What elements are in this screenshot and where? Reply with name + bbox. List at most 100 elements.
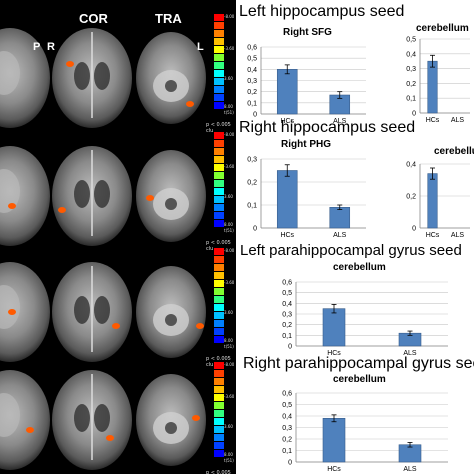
chart-title: cerebellum xyxy=(416,23,469,34)
bar xyxy=(276,170,298,229)
chart-title: cerebellum xyxy=(434,146,474,157)
seed-title: Left hippocampus seed xyxy=(239,3,405,20)
colorbar-segment xyxy=(214,188,224,195)
activation-cluster xyxy=(146,195,154,201)
colorbar-tick: -8.00 xyxy=(224,248,235,253)
colorbar-segment xyxy=(214,312,224,319)
activation-cluster xyxy=(192,415,200,421)
colorbar-segment xyxy=(214,102,224,109)
colorbar-segment xyxy=(214,86,224,93)
colorbar-segment xyxy=(214,450,224,457)
chart-title: cerebellum xyxy=(333,262,386,273)
colorbar-segment xyxy=(214,220,224,227)
chart-panel: Left hippocampus seed Right SFG cerebell… xyxy=(236,0,474,474)
y-tick-label: 0 xyxy=(288,344,292,351)
y-tick-label: 0,2 xyxy=(247,89,257,96)
y-tick-label: 0,5 xyxy=(282,402,292,409)
colorbar-segment xyxy=(214,94,224,101)
x-tick-label: ALS xyxy=(333,232,347,239)
colorbar-segment xyxy=(214,14,224,21)
x-tick-label: ALS xyxy=(333,118,347,125)
colorbar-segment xyxy=(214,164,224,171)
x-tick-label: ALS xyxy=(451,117,465,124)
x-tick-label: ALS xyxy=(403,350,417,357)
y-tick-label: 0,4 xyxy=(247,67,257,74)
seed-title: Right parahippocampal gyrus seed xyxy=(243,355,474,372)
chart-title: Right PHG xyxy=(281,139,331,150)
colorbar-segment xyxy=(214,38,224,45)
posterior-label: P xyxy=(33,41,41,53)
colorbar-tick: 3.60 xyxy=(224,76,233,81)
threshold-note: p < 0.005 clu xyxy=(206,356,231,368)
y-tick-label: 0,3 xyxy=(406,66,416,73)
colorbar-segment xyxy=(214,426,224,433)
colorbar-tick: 8.00 xyxy=(224,104,233,109)
y-tick-label: 0,6 xyxy=(282,391,292,398)
colorbar-unit: t(51) xyxy=(224,458,234,463)
ventricle xyxy=(94,180,110,208)
sagittal-slice xyxy=(0,262,50,362)
y-tick-label: 0 xyxy=(412,111,416,118)
colorbar-segment xyxy=(214,132,224,139)
colorbar-segment xyxy=(214,418,224,425)
x-tick-label: HCs xyxy=(327,350,341,357)
sagittal-slice xyxy=(0,146,50,246)
y-tick-label: 0,3 xyxy=(247,157,257,164)
chart-title: Right SFG xyxy=(283,27,332,38)
colorbar-segment xyxy=(214,172,224,179)
colorbar-segment xyxy=(214,362,224,369)
brain-slices xyxy=(0,28,206,470)
sagittal-slice xyxy=(0,28,50,128)
sagittal-structure xyxy=(0,169,20,213)
colorbar-segment xyxy=(214,410,224,417)
y-tick-label: 0 xyxy=(253,226,257,233)
right-label: R xyxy=(47,41,55,53)
colorbar-tick: 8.00 xyxy=(224,338,233,343)
colorbar-segment xyxy=(214,30,224,37)
y-tick-label: 0,5 xyxy=(406,37,416,44)
colorbar-unit: t(51) xyxy=(224,228,234,233)
seed-title: Left parahippocampal gyrus seed xyxy=(240,242,462,259)
sagittal-structure xyxy=(0,51,20,95)
ventricle xyxy=(94,296,110,324)
y-tick-label: 0,2 xyxy=(282,322,292,329)
seed-title: Right hippocampus seed xyxy=(239,119,416,136)
colorbar-tick: -8.00 xyxy=(224,362,235,367)
x-tick-label: HCs xyxy=(426,232,440,239)
y-tick-label: 0,2 xyxy=(406,194,416,201)
colorbar-segment xyxy=(214,370,224,377)
colorbar-tick: -8.00 xyxy=(224,14,235,19)
ventricle xyxy=(74,404,90,432)
x-tick-label: HCs xyxy=(280,118,294,125)
colorbar-segment xyxy=(214,22,224,29)
threshold-note: p < 0.005 clu xyxy=(206,122,231,134)
ventricle xyxy=(74,296,90,324)
ventricle xyxy=(94,62,110,90)
colorbar-unit: t(51) xyxy=(224,110,234,115)
y-tick-label: 0,1 xyxy=(247,203,257,210)
colorbar-segment xyxy=(214,442,224,449)
y-tick-label: 0,4 xyxy=(406,162,416,169)
activation-cluster xyxy=(196,323,204,329)
y-tick-label: 0,2 xyxy=(282,437,292,444)
activation-cluster xyxy=(106,435,114,441)
colorbar-segment xyxy=(214,62,224,69)
y-tick-label: 0,1 xyxy=(406,96,416,103)
y-tick-label: 0,3 xyxy=(282,425,292,432)
colorbar-segment xyxy=(214,320,224,327)
colorbar-segment xyxy=(214,256,224,263)
y-tick-label: 0,6 xyxy=(282,280,292,287)
y-tick-label: 0,3 xyxy=(282,312,292,319)
colorbar-segment xyxy=(214,280,224,287)
colorbar-segment xyxy=(214,394,224,401)
sagittal-structure xyxy=(0,285,20,329)
x-tick-label: ALS xyxy=(403,466,417,473)
y-tick-label: 0 xyxy=(253,112,257,119)
